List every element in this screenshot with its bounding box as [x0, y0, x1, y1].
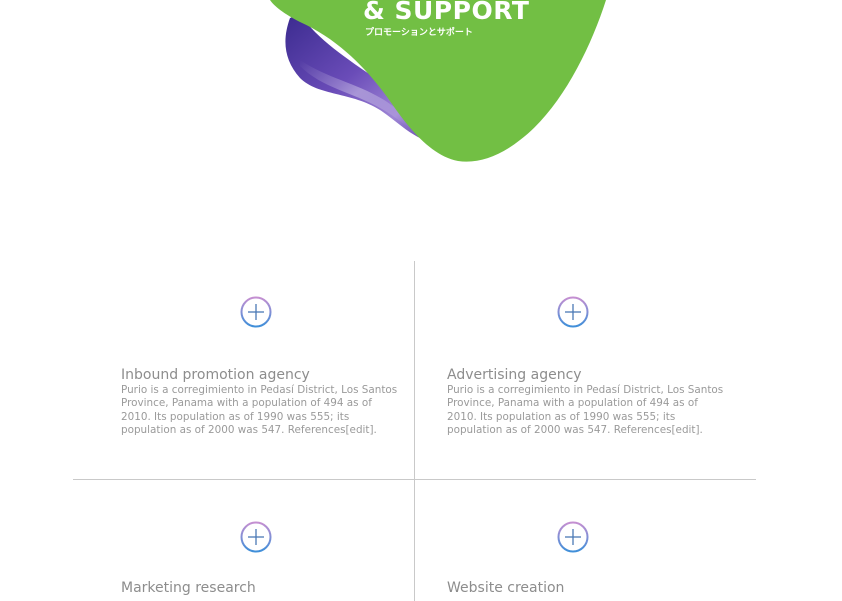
hero-title: & SUPPORT — [363, 0, 530, 25]
service-title-website[interactable]: Website creation — [447, 580, 565, 596]
service-title-inbound[interactable]: Inbound promotion agency — [121, 367, 310, 383]
service-description-inbound: Purio is a corregimiento in Pedasí Distr… — [121, 384, 398, 437]
hero-swirl-highlight — [300, 60, 432, 140]
service-description-advertising: Purio is a corregimiento in Pedasí Distr… — [447, 384, 724, 437]
plus-circle-icon[interactable] — [557, 296, 589, 328]
plus-circle-icon[interactable] — [240, 296, 272, 328]
plus-circle-icon[interactable] — [557, 521, 589, 553]
hero-subtitle: プロモーションとサポート — [365, 28, 473, 38]
service-title-advertising[interactable]: Advertising agency — [447, 367, 582, 383]
service-title-marketing[interactable]: Marketing research — [121, 580, 256, 596]
grid-vertical-divider — [414, 261, 415, 601]
plus-circle-icon[interactable] — [240, 521, 272, 553]
grid-horizontal-divider — [73, 479, 756, 480]
hero-blob-graphic — [270, 0, 606, 162]
hero-green-blob — [270, 0, 606, 162]
